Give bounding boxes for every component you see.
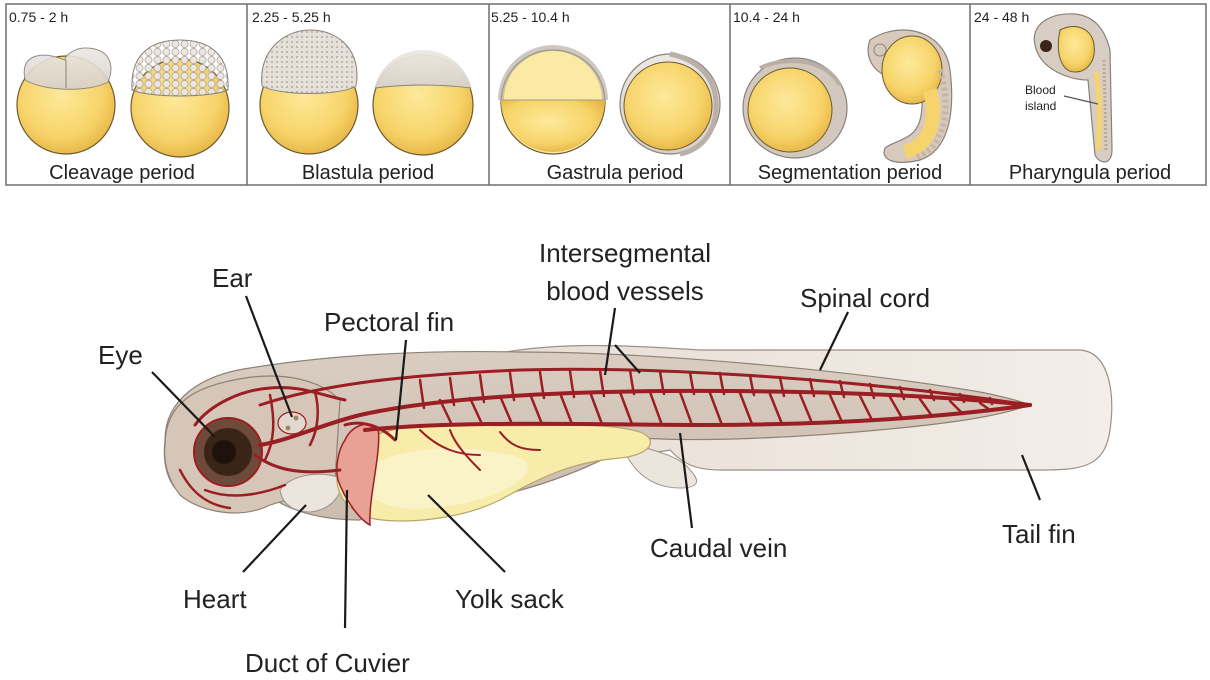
embryo-two-cell [17,48,115,154]
label-caudal-vein: Caudal vein [650,533,787,563]
eye-pupil [212,440,236,464]
label-tail-fin: Tail fin [1002,519,1076,549]
label-intersegmental-line2: blood vessels [546,276,704,306]
stage-time: 5.25 - 10.4 h [491,9,570,25]
label-ear: Ear [212,263,253,293]
embryo-blastula-early [260,30,358,154]
stage-period-label: Pharyngula period [1009,162,1171,184]
stage-time: 2.25 - 5.25 h [252,9,331,25]
stage-period-label: Segmentation period [758,162,943,184]
stage-period-label: Blastula period [302,162,434,184]
heart-leader [243,505,306,572]
label-duct-of-cuvier: Duct of Cuvier [245,648,410,678]
label-yolk-sack: Yolk sack [455,584,565,614]
stage-period-label: Cleavage period [49,162,195,184]
label-spinal-cord: Spinal cord [800,283,930,313]
stage-time: 0.75 - 2 h [9,9,68,25]
blood-island-label-line2: island [1025,99,1056,113]
embryo-segmentation-early [743,58,847,158]
embryo-gastrula-tailbud [620,54,720,154]
stage-period-label: Gastrula period [547,162,684,184]
label-heart: Heart [183,584,247,614]
otolith [286,426,291,431]
label-pectoral-fin: Pectoral fin [324,307,454,337]
stage-time: 24 - 48 h [974,9,1029,25]
blood-island-label-line1: Blood [1025,83,1056,97]
label-intersegmental-line1: Intersegmental [539,238,711,268]
embryo-gastrula-shield [501,48,605,154]
label-eye: Eye [98,340,143,370]
otolith [294,416,299,421]
stage-time: 10.4 - 24 h [733,9,800,25]
embryo-multi-cell [131,40,229,157]
embryo-blastula-late [373,50,473,155]
stages-panel: 0.75 - 2 h Cleavage period 2.25 - 5.25 h [6,4,1206,185]
larva-illustration [164,346,1111,525]
